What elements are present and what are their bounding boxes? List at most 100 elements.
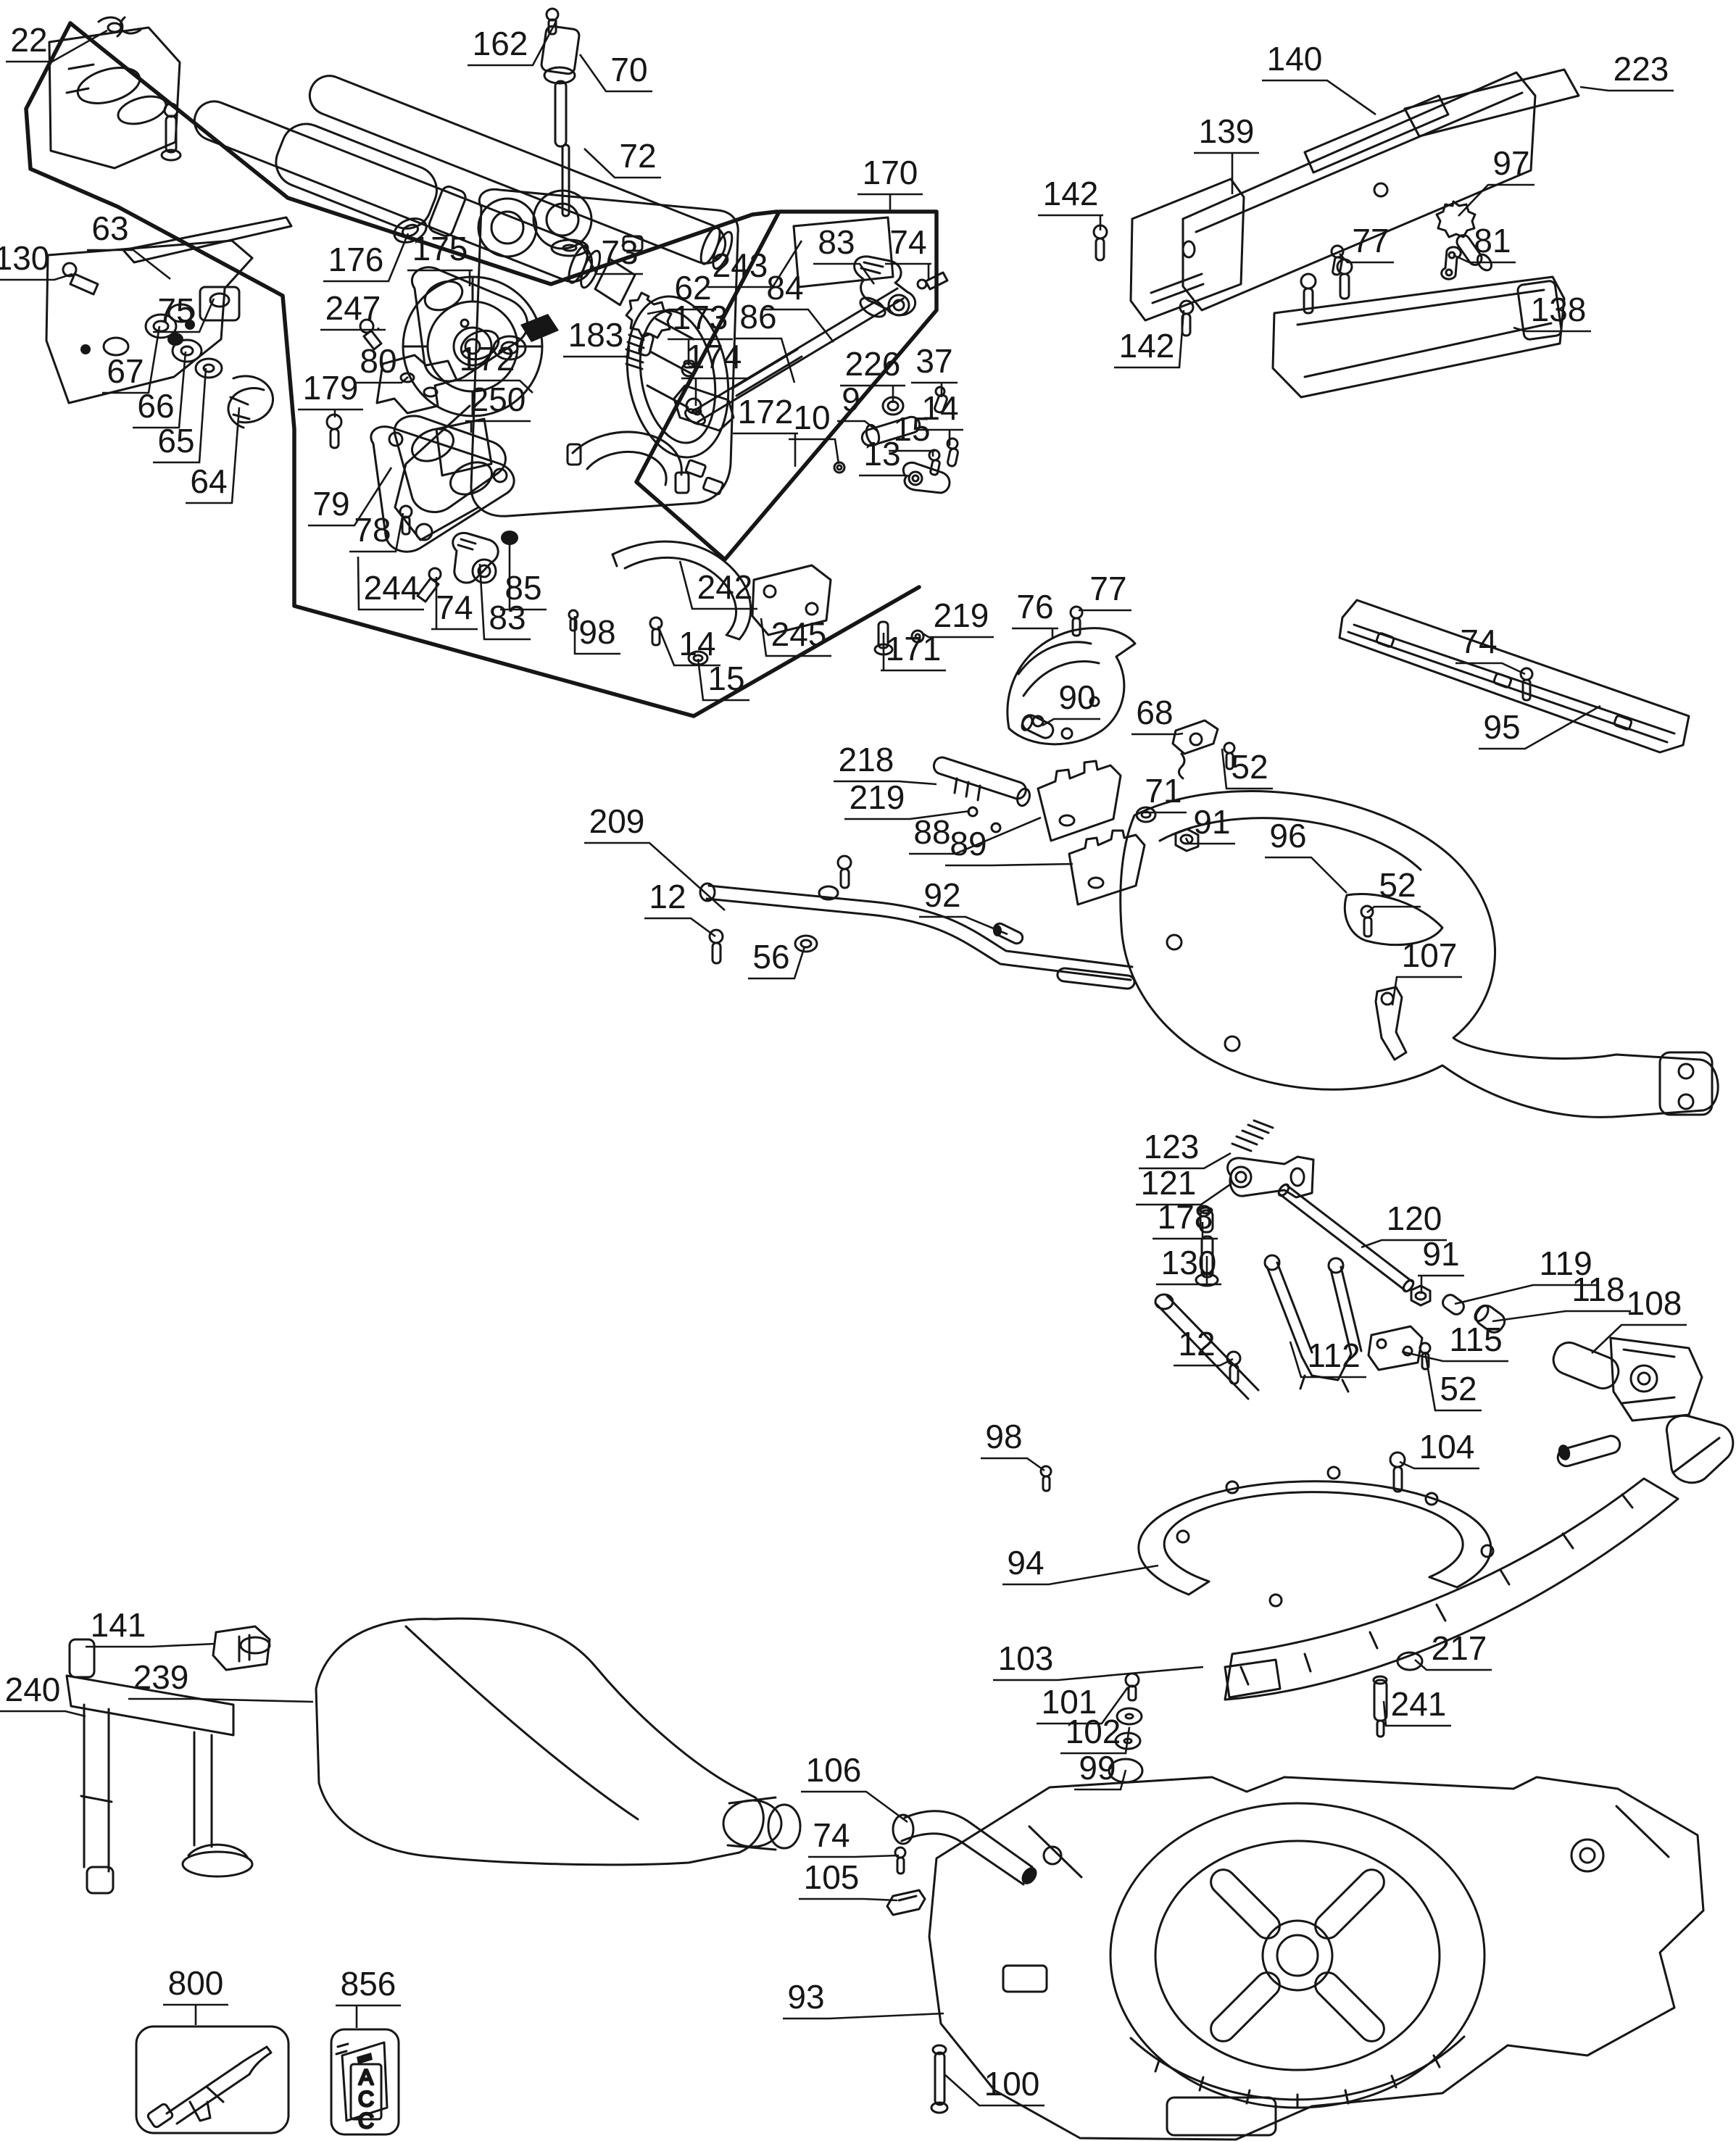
- pin-117: [1556, 1434, 1621, 1468]
- part-label-108: 108: [1627, 1284, 1682, 1322]
- leader-line-83: [813, 262, 876, 285]
- part-label-91: 91: [1193, 803, 1230, 841]
- leader-line-241: [1382, 1700, 1451, 1727]
- fence-plate-139: [1129, 178, 1245, 322]
- fence-plate-140: [1181, 71, 1537, 312]
- part-label-140: 140: [1267, 40, 1323, 78]
- leader-line-73: [578, 240, 643, 275]
- screw-14a: [946, 437, 959, 467]
- leader-line-107: [1391, 976, 1462, 1006]
- part-label-100: 100: [984, 2065, 1040, 2103]
- part-label-73: 73: [601, 233, 638, 271]
- part-label-244: 244: [364, 569, 420, 607]
- leader-line-83: [478, 563, 531, 641]
- screw-98b: [1039, 1465, 1052, 1492]
- ring-219a: [910, 629, 925, 644]
- leader-line-115: [1401, 1350, 1508, 1363]
- part-label-79: 79: [312, 485, 349, 523]
- fork-112: [1263, 1254, 1363, 1393]
- part-label-120: 120: [1387, 1200, 1442, 1237]
- washer-stack: [144, 286, 274, 429]
- part-label-171: 171: [886, 630, 942, 668]
- screw-74d: [894, 1846, 907, 1875]
- part-label-74: 74: [436, 589, 473, 626]
- leader-line-250: [465, 420, 531, 433]
- part-label-95: 95: [1483, 708, 1520, 746]
- washer-56: [794, 934, 818, 953]
- part-label-89: 89: [950, 825, 987, 862]
- leader-line-120: [1361, 1239, 1447, 1249]
- part-label-178: 178: [1158, 1198, 1213, 1236]
- part-label-219: 219: [850, 778, 905, 816]
- housing-foot: [394, 404, 480, 541]
- grommet-85: [501, 531, 518, 545]
- leader-line-56: [748, 946, 806, 980]
- screw-98a: [568, 609, 579, 632]
- star-knob-97: [1435, 200, 1493, 272]
- leader-line-178: [1153, 1222, 1218, 1240]
- leader-line-67: [102, 325, 161, 394]
- part-label-102: 102: [1066, 1713, 1121, 1750]
- leader-line-62: [647, 308, 716, 315]
- leader-line-104: [1399, 1460, 1479, 1470]
- flange-ring-94: [1137, 1466, 1495, 1608]
- gasket-plate: [393, 415, 507, 514]
- slide-rails: [193, 75, 734, 307]
- leader-line-99: [1074, 1769, 1127, 1791]
- lever-174: [673, 384, 735, 432]
- leader-line-176: [323, 233, 410, 283]
- part-label-106: 106: [806, 1751, 862, 1789]
- clip-81: [1440, 246, 1462, 280]
- part-label-170: 170: [863, 154, 918, 191]
- leader-line-77: [1339, 253, 1394, 264]
- leader-line-103: [993, 1666, 1204, 1681]
- part-label-130: 130: [1161, 1244, 1217, 1281]
- part-label-14: 14: [678, 625, 715, 662]
- part-label-52: 52: [1379, 866, 1416, 904]
- spring-183: [624, 333, 645, 370]
- part-label-86: 86: [739, 298, 776, 336]
- base-93: [928, 1776, 1705, 2141]
- part-label-141: 141: [91, 1606, 146, 1644]
- leader-line-118: [1492, 1310, 1631, 1323]
- part-label-103: 103: [998, 1639, 1054, 1677]
- leader-line-92: [919, 915, 1008, 936]
- leader-line-172: [454, 379, 533, 394]
- depth-stop-240: [65, 1638, 254, 1895]
- clamp-lever-83a: [853, 255, 917, 317]
- leader-line-52: [1221, 748, 1273, 790]
- screw-77b: [1069, 605, 1084, 637]
- part-label-74: 74: [889, 223, 926, 261]
- leader-line-74: [431, 577, 478, 631]
- leader-line-75: [153, 298, 215, 333]
- leader-line-142: [1114, 309, 1185, 369]
- part-label-37: 37: [915, 342, 952, 380]
- motor-housing: [470, 188, 739, 517]
- leader-line-76: [1012, 627, 1058, 638]
- part-label-97: 97: [1492, 144, 1529, 182]
- clip-105: [886, 1889, 926, 1916]
- part-label-74: 74: [1460, 623, 1497, 660]
- bracket-245: [751, 564, 832, 636]
- leader-line-100: [944, 2074, 1044, 2107]
- part-label-107: 107: [1402, 936, 1458, 974]
- leader-line-81: [1453, 254, 1516, 264]
- leader-line-63: [87, 249, 171, 280]
- toothed-segment-89: [1068, 829, 1146, 906]
- scale-segment-103: [1224, 1477, 1679, 1701]
- part-label-67: 67: [107, 352, 144, 390]
- part-label-139: 139: [1199, 112, 1255, 150]
- bushing-118: [1474, 1304, 1506, 1334]
- pin-241: [1372, 1675, 1388, 1738]
- ring-10: [833, 461, 846, 474]
- part-label-10: 10: [793, 399, 830, 436]
- label-card-223: [1403, 68, 1580, 138]
- leader-line-94: [1002, 1564, 1159, 1586]
- part-label-217: 217: [1432, 1629, 1487, 1667]
- leader-line-175: [407, 269, 473, 286]
- leader-line-247: [320, 328, 386, 331]
- leader-line-170: [857, 193, 923, 210]
- part-label-243: 243: [713, 246, 768, 284]
- part-label-172: 172: [738, 393, 794, 431]
